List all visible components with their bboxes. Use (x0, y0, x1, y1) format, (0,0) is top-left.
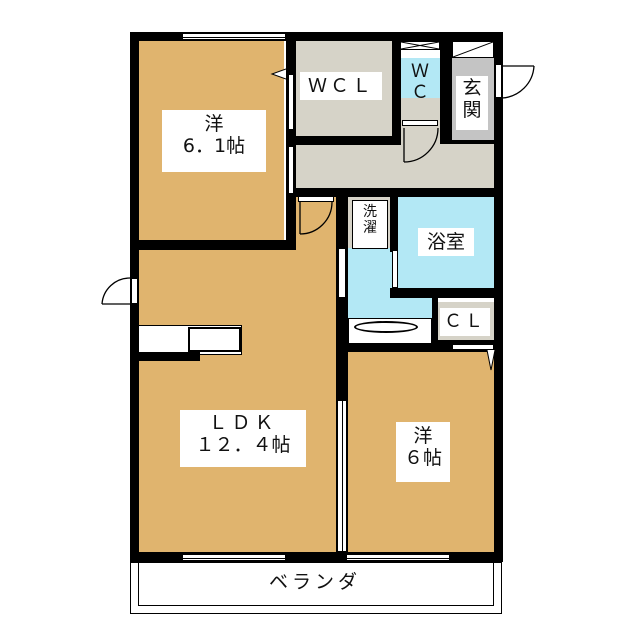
entrance-door-swing (502, 65, 535, 99)
ldk-upper-passage (296, 196, 336, 256)
hallway-floor (296, 144, 494, 188)
wall-wc-right (440, 32, 452, 144)
closet-label: ＣＬ (440, 308, 490, 336)
ldk-side-door[interactable] (131, 278, 138, 304)
ldk-side-door-swing (101, 277, 131, 305)
wc-label: Ｗ Ｃ (404, 60, 436, 118)
closet-door[interactable] (452, 344, 494, 350)
kitchen-counter-wall (138, 352, 200, 361)
entrance-door[interactable] (495, 64, 502, 98)
window-wr1-top (182, 33, 286, 40)
wall-wcl-right (392, 32, 401, 145)
western-room-2-label: 洋 ６帖 (396, 422, 450, 482)
western-room-1-size: 6．1帖 (182, 134, 246, 157)
ldk-size: １２．４帖 (195, 433, 291, 456)
wall-closet-left (432, 296, 438, 344)
wr1-door-mark (270, 68, 286, 80)
wcl-door[interactable] (288, 74, 294, 130)
western-room-1-type: 洋 (204, 113, 224, 135)
entrance-shoebox (452, 41, 494, 58)
wall-bottom (130, 552, 502, 562)
hall-door[interactable] (288, 146, 294, 194)
veranda-label: ベランダ (268, 571, 361, 593)
wall-entrance-bottom (450, 140, 494, 144)
wall-top (130, 32, 502, 41)
entrance-label-line2: 関 (462, 98, 482, 121)
wall-wr1-bottom (130, 240, 296, 250)
wc-label-line2: Ｃ (411, 81, 429, 103)
closet-door-mark (486, 350, 496, 371)
wall-hall-bottom (296, 188, 502, 197)
laundry-door[interactable] (338, 248, 346, 298)
ldk-floor (138, 248, 336, 554)
wc-label-line1: Ｗ (411, 61, 429, 82)
laundry-label-line2: 濯 (363, 220, 377, 237)
wcl-label: ＷＣＬ (300, 72, 382, 100)
wc-floor (400, 58, 440, 98)
wc-door-swing (403, 127, 439, 163)
laundry-label-line1: 洗 (363, 204, 377, 220)
western-room-1-label: 洋 6．1帖 (162, 110, 266, 172)
window-wr2-bottom (346, 554, 450, 561)
bathroom-label: 浴室 (418, 228, 474, 256)
wall-laundry-right (390, 196, 398, 252)
wc-door[interactable] (402, 120, 438, 126)
western-room-2-size: ６帖 (403, 446, 442, 469)
ldk-door-swing (299, 201, 333, 235)
bath-door[interactable] (392, 250, 398, 288)
wall-wr1-right (286, 32, 296, 250)
laundry-label: 洗 濯 (352, 200, 388, 249)
wc-vent (400, 41, 440, 50)
kitchen-sink (188, 327, 241, 352)
ldk-door[interactable] (298, 196, 334, 202)
ldk-type: ＬＤＫ (208, 412, 278, 434)
entrance-label: 玄 関 (456, 76, 488, 130)
wall-wcl-bottom (296, 136, 400, 145)
wall-bath-bottom (390, 288, 502, 298)
ldk-label: ＬＤＫ １２．４帖 (180, 410, 306, 467)
western-room-2-type: 洋 (413, 425, 433, 447)
washbasin-bowl (354, 321, 418, 333)
sliding-door-ldk-wr2[interactable] (337, 400, 347, 552)
veranda-inner-line (138, 562, 494, 606)
window-ldk-bottom (182, 554, 286, 561)
entrance-label-line1: 玄 (462, 77, 482, 99)
